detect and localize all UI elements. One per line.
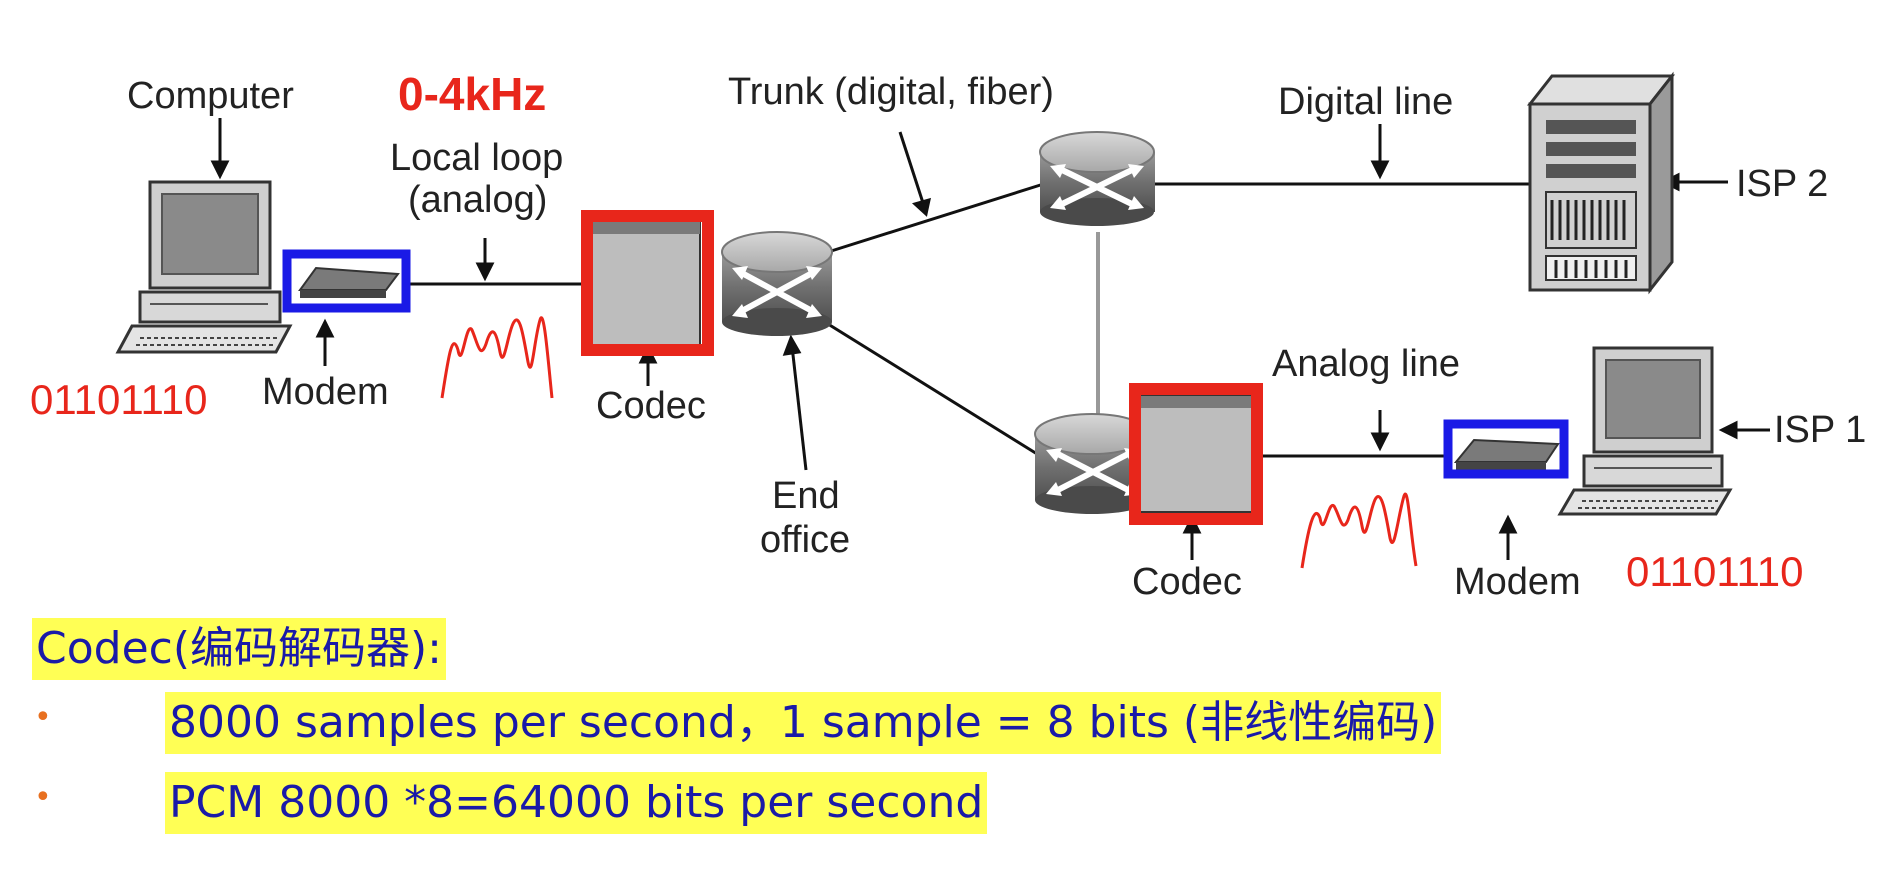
label-local-loop-analog: (analog): [408, 179, 547, 221]
label-frequency-band: 0-4kHz: [398, 68, 546, 120]
pointer-arrows: [210, 118, 1770, 560]
label-bits-right: 01101110: [1626, 548, 1804, 595]
server-icon: [1526, 71, 1676, 295]
label-isp1: ISP 1: [1774, 409, 1866, 451]
end-office-switch-icon: [721, 231, 833, 336]
modem-left-icon: [298, 266, 400, 298]
label-codec-right: Codec: [1132, 561, 1242, 603]
label-analog-line: Analog line: [1272, 343, 1460, 385]
analog-waveform-right: [1300, 492, 1418, 569]
label-modem-right: Modem: [1454, 561, 1581, 603]
label-digital-line: Digital line: [1278, 81, 1453, 123]
modem-left-highlight: [282, 249, 411, 313]
codec-right-highlight: [1129, 383, 1263, 525]
modem-right-icon: [1453, 438, 1560, 470]
codec-left-highlight: [581, 210, 714, 356]
computer-left-icon: [115, 180, 293, 354]
connection-lines: [410, 180, 1535, 464]
label-local-loop: Local loop: [390, 137, 563, 179]
label-modem-left: Modem: [262, 371, 389, 413]
upper-switch-icon: [1039, 131, 1155, 226]
label-trunk: Trunk (digital, fiber): [728, 71, 1054, 113]
analog-waveform-left: [440, 316, 554, 399]
codec-right-icon: [1139, 395, 1253, 513]
codec-left-icon: [589, 221, 701, 349]
label-isp2: ISP 2: [1736, 163, 1828, 205]
label-computer: Computer: [127, 75, 294, 117]
label-codec-left: Codec: [596, 385, 706, 427]
label-bits-left: 01101110: [30, 376, 208, 423]
trunk-line-upper: [827, 180, 1051, 254]
computer-right-icon: [1557, 346, 1733, 516]
label-end-office-1: End: [772, 475, 840, 517]
label-end-office-2: office: [760, 519, 850, 561]
modem-right-highlight: [1443, 419, 1569, 479]
trunk-line-lower: [827, 322, 1051, 464]
